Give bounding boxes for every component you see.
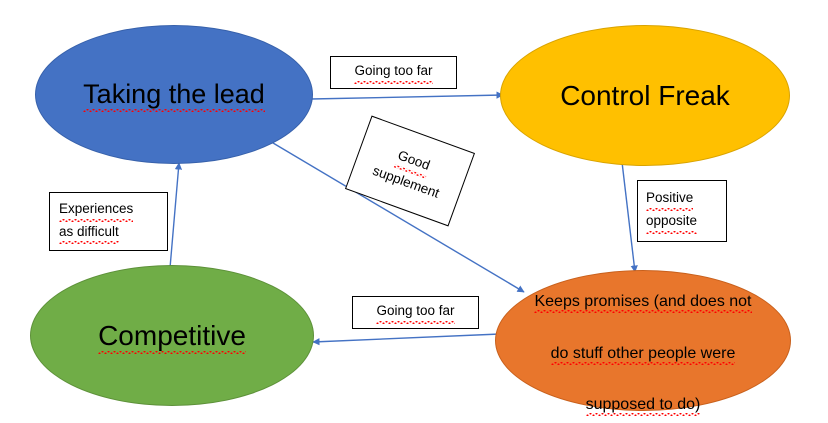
- connector-control-freak-to-keeps-promises: [621, 161, 638, 273]
- spellcheck-underline: Taking the lead: [83, 79, 265, 112]
- node-taking-the-lead[interactable]: Taking the lead: [35, 25, 313, 164]
- edge-label-positive-opposite[interactable]: Positive opposite: [637, 180, 727, 242]
- spellcheck-underline: do stuff other people were: [550, 344, 736, 365]
- connector-taking-the-lead-to-control-freak: [310, 91, 504, 100]
- connector-competitive-to-taking-the-lead: [169, 162, 183, 269]
- node-taking-the-lead-label: Taking the lead: [75, 76, 273, 112]
- node-keeps-promises-label: Keeps promises (and does not do stuff ot…: [526, 263, 759, 418]
- connector-keeps-promises-to-competitive: [312, 333, 501, 346]
- spellcheck-underline: supposed to do): [585, 396, 701, 416]
- edge-label-experiences-as-difficult[interactable]: Experiences as difficult: [49, 192, 168, 251]
- edge-label-line: Experiences: [59, 198, 134, 222]
- connector-taking-the-lead-to-keeps-promises: [267, 139, 525, 293]
- node-control-freak-label: Control Freak: [560, 79, 730, 111]
- edge-label-going-too-far-top[interactable]: Going too far: [330, 56, 457, 89]
- edge-label-line: opposite: [646, 211, 698, 234]
- node-keeps-promises[interactable]: Keeps promises (and does not do stuff ot…: [495, 270, 791, 414]
- spellcheck-underline: Keeps promises (and does not: [534, 292, 752, 313]
- edge-label-going-too-far-bottom[interactable]: Going too far: [352, 296, 479, 329]
- edge-label-line: as difficult: [59, 221, 119, 245]
- edge-label-line: Positive: [646, 188, 694, 211]
- node-competitive-label: Competitive: [90, 317, 254, 355]
- edge-label-line: Going too far: [376, 301, 455, 324]
- node-competitive[interactable]: Competitive: [30, 265, 314, 406]
- node-control-freak[interactable]: Control Freak: [500, 25, 790, 166]
- spellcheck-underline: Competitive: [98, 319, 246, 354]
- edge-label-line: Going too far: [354, 61, 433, 84]
